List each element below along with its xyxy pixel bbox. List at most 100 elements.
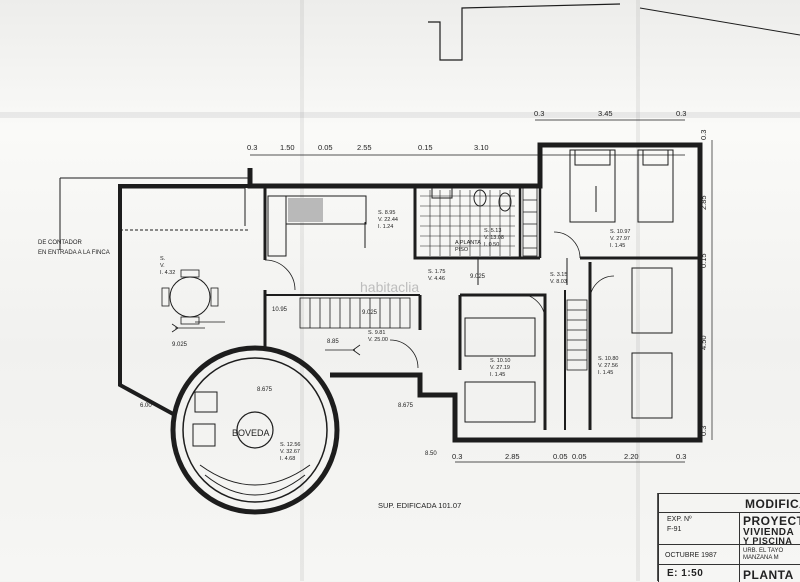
bed3-v: V. 27.56 — [598, 363, 618, 369]
boveda-sofa — [199, 464, 311, 486]
bidet — [498, 192, 512, 212]
arrow — [171, 321, 225, 333]
dimensions-top: 0.3 1.50 0.05 2.55 0.15 3.10 0.3 3.45 0.… — [247, 109, 686, 152]
bed1-v: V. 27.97 — [610, 236, 630, 242]
bed-1 — [569, 149, 674, 223]
bed2-wall — [460, 293, 547, 430]
chair — [161, 287, 170, 307]
level-8675b: 8.675 — [398, 403, 414, 409]
dim-bottom-5: 0.3 — [676, 452, 686, 461]
kitchen-s: S. 8.95 — [378, 210, 395, 216]
meter-note-line1: DE CONTADOR — [38, 240, 83, 246]
title-manzana: MANZANA M — [743, 555, 779, 561]
kitchen-counter-top — [285, 195, 367, 225]
dim-bottom-2: 0.05 — [553, 452, 568, 461]
title-block: MODIFICA EXP. Nº F-91 PROYECT VIVIENDA Y… — [658, 493, 800, 582]
title-exp-value: F-91 — [667, 526, 682, 533]
hall-s: S. 9.81 — [368, 330, 385, 336]
door-swing — [518, 293, 546, 321]
kitchen-appliance — [288, 198, 323, 222]
title-divider — [659, 512, 800, 513]
dim-top-1: 1.50 — [280, 143, 295, 152]
dimensions-right: 0.3 2.85 0.15 4.50 0.3 — [699, 130, 708, 436]
kitchen-counter — [267, 195, 287, 257]
dim-bottom-4: 2.20 — [624, 452, 639, 461]
bath-i: I. 0.50 — [484, 242, 499, 248]
corridor-v: V. 4.46 — [428, 276, 445, 282]
room-labels: S. V. I. 4.32 S. 8.95 V. 22.44 I. 1.24 S… — [160, 210, 631, 462]
salon-i: I. 4.32 — [160, 270, 175, 276]
boveda-table — [236, 411, 274, 449]
title-divider — [659, 544, 800, 545]
terrace-outline — [120, 187, 246, 226]
paper-edge — [639, 7, 800, 36]
fold-line-vertical — [300, 0, 304, 581]
bath-s: S. 5.13 — [484, 228, 501, 234]
bed-2 — [464, 317, 536, 423]
dim-bottom-3: 0.05 — [572, 452, 587, 461]
arrow — [325, 344, 361, 356]
title-planta: PLANTA — [743, 568, 794, 582]
stairs — [299, 297, 411, 329]
title-divider-v — [739, 512, 740, 582]
title-exp-label: EXP. Nº — [667, 516, 692, 523]
closet-bath — [522, 187, 538, 257]
exterior-wall-west — [118, 184, 250, 417]
bed1-s: S. 10.97 — [610, 229, 631, 235]
roof-outline — [428, 3, 621, 61]
title-vivienda: VIVIENDA — [743, 527, 795, 538]
door-swing — [553, 231, 581, 259]
level-labels: 9.025 9.025 9.025 10.95 8.85 8.675 8.675… — [140, 274, 486, 457]
dim-top-7: 3.45 — [598, 109, 613, 118]
dim-right-0: 0.3 — [699, 130, 708, 140]
fold-line-horizontal — [0, 112, 800, 118]
dimensions-bottom: 0.3 2.85 0.05 0.05 2.20 0.3 — [452, 452, 686, 461]
closet-hall — [566, 299, 588, 371]
bed-3 — [631, 267, 673, 419]
corridor2-s: S. 3.15 — [550, 272, 567, 278]
bath-wall — [413, 186, 540, 260]
salon-v: V. — [160, 263, 165, 269]
level-9025b: 9.025 — [362, 310, 378, 316]
exterior-wall — [247, 142, 703, 443]
armchair — [194, 391, 218, 413]
dim-right-3: 4.50 — [699, 335, 708, 350]
level-885: 8.85 — [327, 339, 339, 345]
dining-table — [169, 276, 211, 318]
boveda-i: I. 4.68 — [280, 456, 295, 462]
dim-top-5: 3.10 — [474, 143, 489, 152]
bed2-v: V. 27.19 — [490, 365, 510, 371]
corridor-s: S. 1.75 — [428, 269, 445, 275]
bed2-s: S. 10.10 — [490, 358, 511, 364]
dim-top-2: 0.05 — [318, 143, 333, 152]
dim-top-8: 0.3 — [676, 109, 686, 118]
title-divider — [659, 564, 800, 565]
toilet — [473, 189, 487, 207]
chair — [210, 287, 219, 307]
title-date: OCTUBRE 1987 — [665, 552, 717, 559]
meter-note: DE CONTADOR EN ENTRADA A LA FINCA — [38, 240, 110, 256]
level-600: 6.00 — [140, 403, 152, 409]
meter-note-line2: EN ENTRADA A LA FINCA — [38, 250, 110, 256]
planta-label-1: A PLANTA — [455, 240, 481, 246]
bed3-s: S. 10.80 — [598, 356, 619, 362]
meter-line — [59, 177, 250, 250]
title-piscina: Y PISCINA — [743, 536, 793, 546]
door-swing — [264, 259, 296, 291]
dim-top-4: 0.15 — [418, 143, 433, 152]
title-modific: MODIFICA — [745, 497, 800, 511]
level-850: 8.50 — [425, 451, 437, 457]
chair — [180, 269, 200, 278]
title-scale: E: 1:50 — [667, 568, 704, 579]
dim-right-2: 0.15 — [699, 253, 708, 268]
door-swing — [589, 275, 615, 301]
dim-top-3: 2.55 — [357, 143, 372, 152]
planta-label-2: PISO — [455, 247, 469, 253]
dim-right-1: 2.85 — [699, 195, 708, 210]
boveda-outer-wall — [170, 345, 340, 515]
sup-edificada: SUP. EDIFICADA 101.07 — [378, 501, 461, 510]
dim-top-6: 0.3 — [534, 109, 544, 118]
title-urb: URB. EL TAYO — [743, 548, 784, 554]
hall-v: V. 25.00 — [368, 337, 388, 343]
